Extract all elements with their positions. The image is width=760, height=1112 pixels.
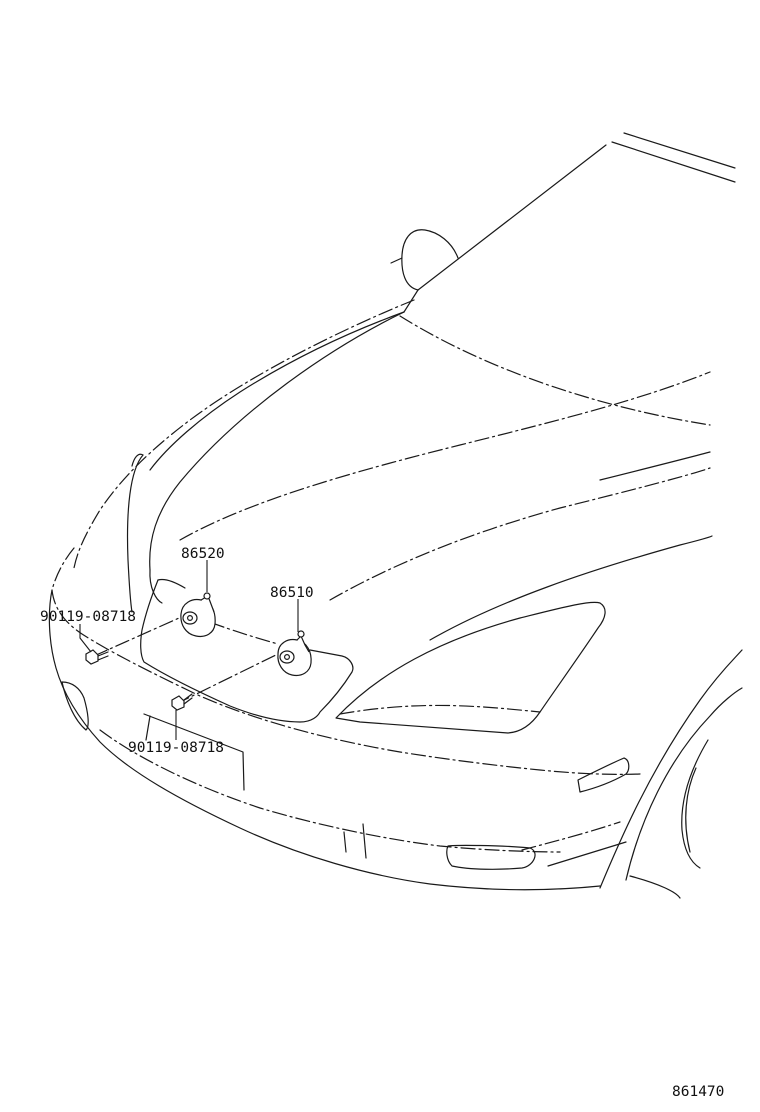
figure-code: 861470 <box>672 1084 724 1100</box>
label-bolt-left: 90119-08718 <box>40 609 136 625</box>
label-bolt-lower: 90119-08718 <box>128 740 224 756</box>
front-bumper <box>48 547 641 891</box>
headlamp <box>335 601 606 734</box>
horn-high <box>180 592 216 638</box>
bolt-lower <box>171 693 193 711</box>
hood <box>73 299 711 604</box>
fender <box>126 371 713 641</box>
label-horn-high: 86520 <box>181 546 225 562</box>
side-mirror <box>390 229 459 291</box>
bolt-left <box>85 649 109 665</box>
windshield <box>403 132 736 313</box>
horn-low <box>277 630 312 677</box>
wheel-arch <box>599 649 743 899</box>
grille <box>140 578 354 723</box>
label-horn-low: 86510 <box>270 585 314 601</box>
leader-lines <box>79 560 299 740</box>
